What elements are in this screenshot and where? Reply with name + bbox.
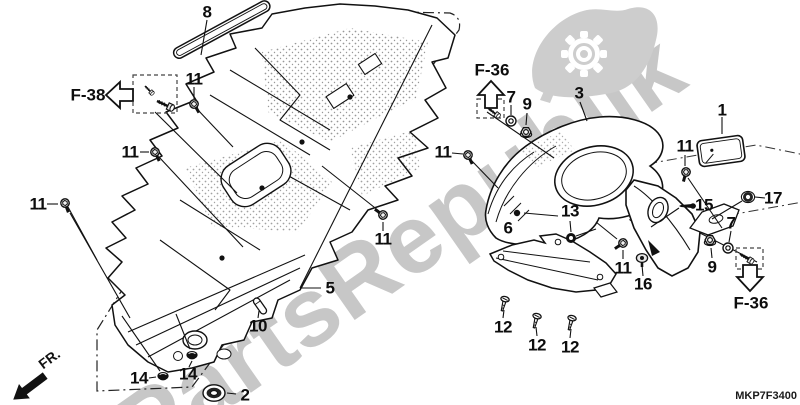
- fastener-icons: [56, 83, 756, 402]
- flange-bolt-icon: [460, 148, 478, 166]
- seal-strip-drawing: [172, 0, 271, 59]
- gear-flag-icon: [532, 7, 658, 103]
- push-rivet-icon: [635, 252, 649, 269]
- f36-arrow-up-icon: [475, 79, 507, 109]
- rubber-piece-icon: [513, 209, 521, 217]
- bolt-icon: [154, 96, 177, 114]
- fr-label: FR.: [35, 346, 63, 372]
- assembly-boundary-dashed: [96, 9, 461, 392]
- screw-icon: [564, 313, 578, 332]
- reflector-drawing: [696, 134, 746, 168]
- washer-icon: [722, 242, 734, 254]
- rear-cowl-drawing: [484, 115, 664, 246]
- rubber-grommet-icon: [156, 371, 170, 381]
- diagram-code: MKP7F3400: [735, 390, 797, 402]
- bolt-icon: [142, 83, 156, 97]
- rubber-grommet-icon: [566, 233, 576, 243]
- flange-bolt-icon: [373, 205, 390, 222]
- grommet-icon: [740, 190, 756, 204]
- seat-rail-lines: [127, 47, 351, 358]
- flange-bolt-icon: [613, 236, 630, 253]
- stay-bracket-drawing: [688, 203, 740, 236]
- screw-icon: [529, 311, 543, 330]
- mudflap-drawing: [625, 179, 701, 277]
- bolt-icon: [737, 250, 756, 266]
- washer-icon: [505, 115, 517, 127]
- flange-bolt-icon: [56, 195, 75, 214]
- rear-fender-assembly-drawing: [105, 3, 456, 373]
- nut-icon: [703, 235, 717, 247]
- grommet-cap-icon: [202, 384, 226, 402]
- nut-icon: [519, 127, 533, 139]
- flange-bolt-icon: [676, 164, 695, 184]
- under-cover-drawing: [488, 233, 619, 298]
- hardware-box-dashed: [132, 74, 764, 270]
- f36-arrow-down-icon: [734, 264, 766, 293]
- fr-direction-arrow: FR.: [13, 346, 63, 400]
- leader-lines: [47, 19, 766, 395]
- f38-arrow-left-icon: [104, 79, 134, 111]
- screw-icon: [497, 294, 511, 313]
